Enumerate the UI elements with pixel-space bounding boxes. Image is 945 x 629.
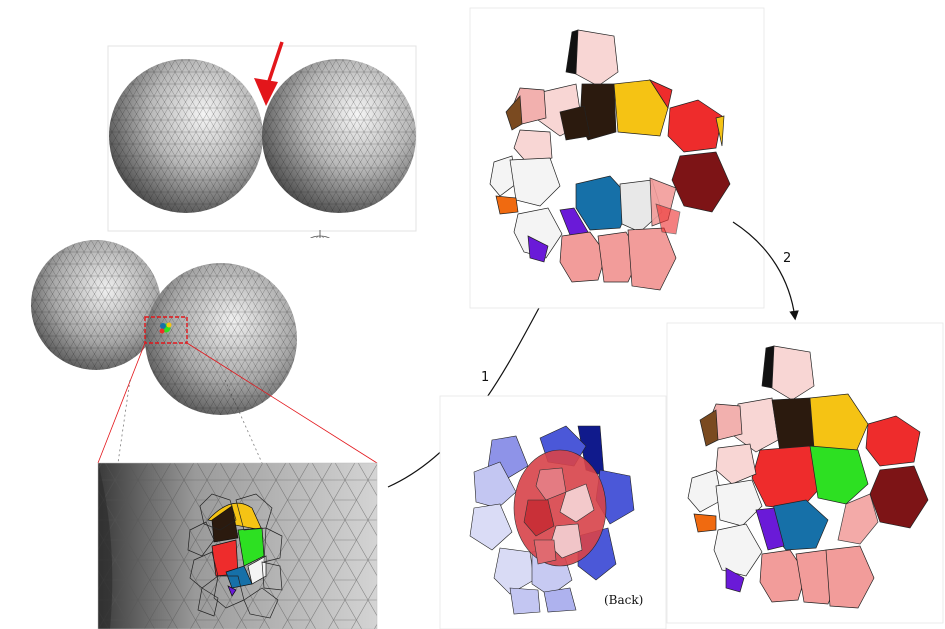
zoomed-contact-panel bbox=[98, 463, 377, 629]
unfolded-ring-panel bbox=[469, 7, 765, 309]
step-two-arrow: 2 bbox=[732, 221, 799, 321]
step-one-label: 1 bbox=[481, 370, 489, 385]
zoom-guides bbox=[97, 342, 378, 464]
final-patch-panel bbox=[666, 322, 944, 624]
contact-patch-marker bbox=[159, 322, 172, 334]
zoom-selection-box bbox=[144, 316, 188, 344]
two-spheres-panel bbox=[107, 41, 417, 232]
contact-arrow bbox=[254, 41, 284, 106]
back-view-label: (Back) bbox=[604, 593, 643, 607]
rotated-spheres-panel bbox=[10, 238, 370, 423]
back-view-panel: (Back) bbox=[439, 395, 667, 629]
step-two-label: 2 bbox=[783, 251, 791, 266]
